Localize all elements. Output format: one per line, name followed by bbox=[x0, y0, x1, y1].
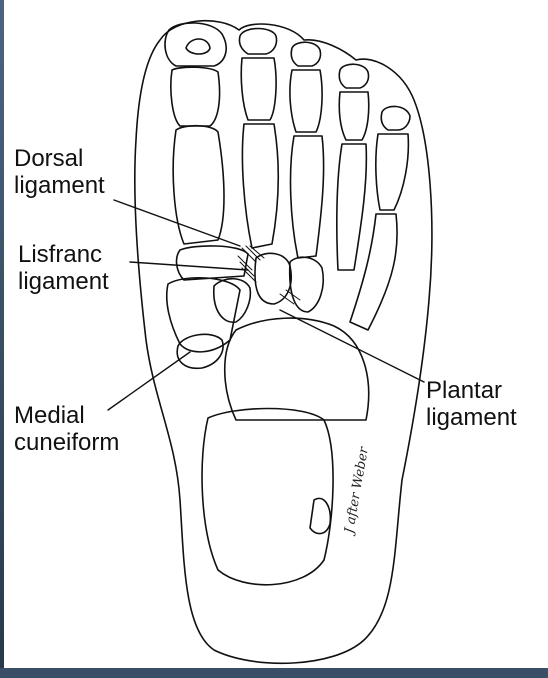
left-edge-strip bbox=[0, 0, 4, 678]
label-lisfranc-line2: ligament bbox=[18, 268, 109, 295]
label-plantar-line2: ligament bbox=[426, 404, 517, 431]
label-medial-line2: cuneiform bbox=[14, 429, 120, 456]
leader-lisfranc bbox=[129, 261, 249, 271]
label-dorsal-ligament: Dorsal ligament bbox=[14, 145, 105, 199]
label-medial-line1: Medial bbox=[14, 402, 85, 429]
bottom-bar bbox=[0, 668, 548, 678]
label-medial-cuneiform: Medial cuneiform bbox=[14, 402, 119, 456]
big-toe bbox=[164, 22, 227, 67]
label-lisfranc-line1: Lisfranc bbox=[18, 241, 103, 268]
leader-dorsal bbox=[113, 199, 241, 247]
illustration-frame: Dorsal ligament Lisfranc ligament Medial… bbox=[4, 0, 548, 668]
leader-medial bbox=[107, 351, 191, 411]
label-dorsal-line2: ligament bbox=[14, 172, 105, 199]
foot-outline bbox=[134, 19, 433, 665]
medial-cuneiform-shape bbox=[176, 333, 224, 370]
label-plantar-line1: Plantar bbox=[426, 377, 503, 404]
leader-plantar bbox=[279, 309, 425, 383]
foot-illustration bbox=[107, 19, 433, 665]
label-lisfranc-ligament: Lisfranc ligament bbox=[18, 241, 109, 295]
label-dorsal-line1: Dorsal bbox=[14, 145, 84, 172]
label-plantar-ligament: Plantar ligament bbox=[426, 377, 517, 431]
